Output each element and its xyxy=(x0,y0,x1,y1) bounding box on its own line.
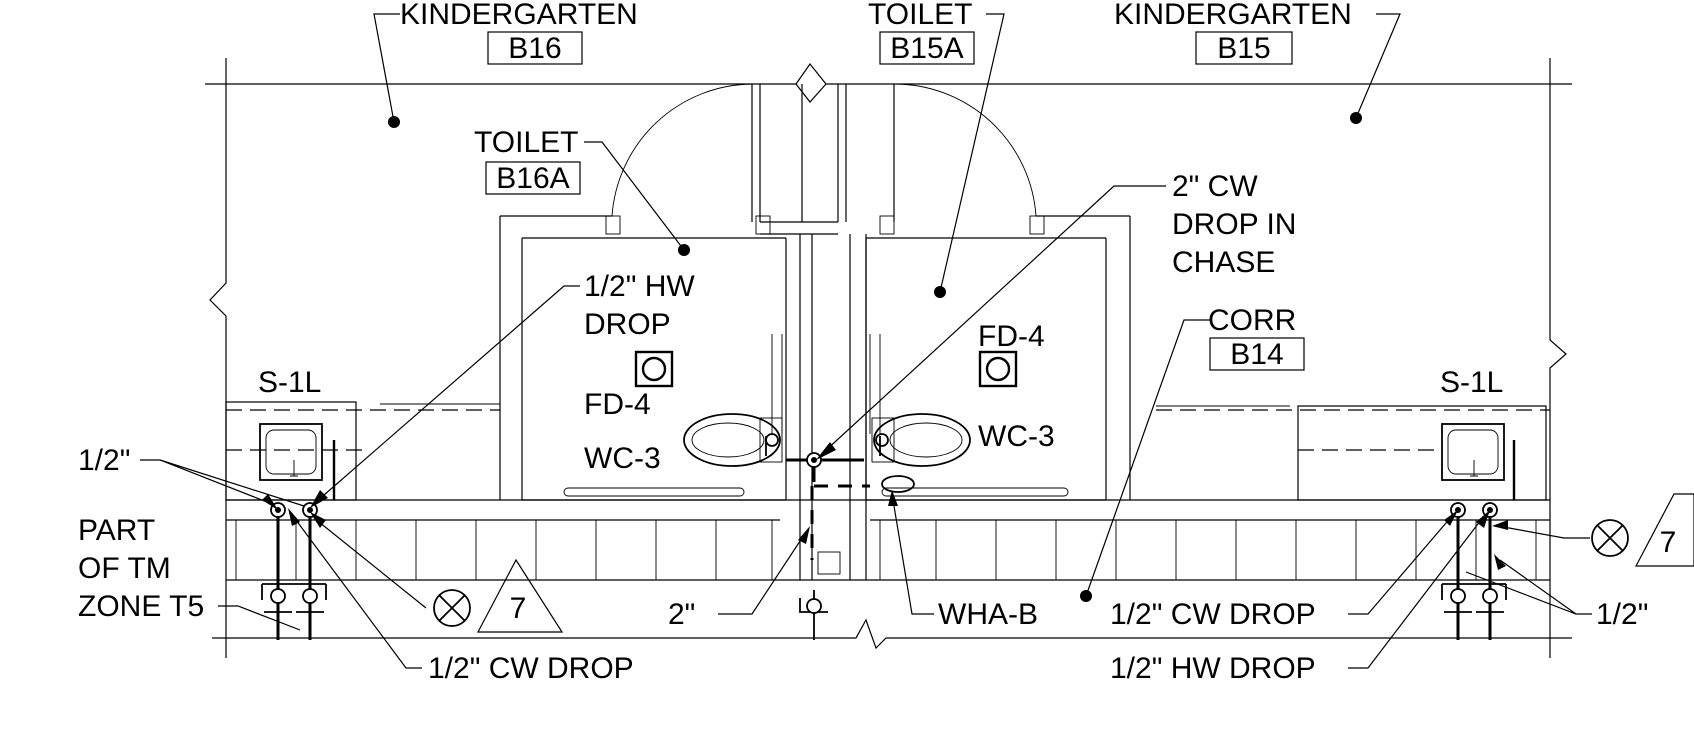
cw-drop-right-label: 1/2" CW DROP xyxy=(1110,598,1316,631)
cw-drop-chase-line3: CHASE xyxy=(1172,246,1275,279)
counter-left xyxy=(225,401,500,501)
callout-half-left: 1/2" xyxy=(78,444,305,510)
floor-drain-right xyxy=(978,350,1018,388)
toilet-room-b16a xyxy=(499,83,787,501)
toilet-b15a-room: B15A xyxy=(890,32,963,65)
kindergarten-b16-room: B16 xyxy=(508,32,561,65)
wha-b-label: WHA-B xyxy=(938,598,1038,631)
callout-hw-drop-left: 1/2" HW DROP xyxy=(310,270,695,508)
s1l-right-label: S-1L xyxy=(1440,366,1503,399)
fd4-right-label: FD-4 xyxy=(978,320,1045,353)
kindergarten-b15-name: KINDERGARTEN xyxy=(1114,0,1352,31)
room-tag-corr-b14: CORR B14 xyxy=(1080,304,1305,602)
two-inch-label: 2" xyxy=(668,598,695,631)
cw-drop-chase-line2: DROP IN xyxy=(1172,208,1296,241)
central-chase xyxy=(751,84,895,580)
toilet-b16a-name: TOILET xyxy=(474,126,578,159)
hw-drop-left-line2: DROP xyxy=(584,308,671,341)
part-line1: PART xyxy=(78,514,155,547)
water-closet-left xyxy=(683,413,783,467)
callout-half-right: 1/2" xyxy=(1465,520,1648,631)
counter-right xyxy=(1156,405,1550,501)
corr-name: CORR xyxy=(1208,304,1296,337)
kindergarten-b16-name: KINDERGARTEN xyxy=(400,0,638,31)
half-left-label: 1/2" xyxy=(78,444,130,477)
hw-drop-left-line1: 1/2" HW xyxy=(584,270,695,303)
water-closet-right xyxy=(871,413,971,467)
building-outline xyxy=(205,58,1572,658)
equipment-tag-right: 7 xyxy=(1591,493,1694,567)
toilet-b15a-name: TOILET xyxy=(868,0,972,31)
corr-room: B14 xyxy=(1230,338,1283,371)
s1l-left-label: S-1L xyxy=(258,366,321,399)
kindergarten-b15-room: B15 xyxy=(1217,32,1270,65)
wc3-left-label: WC-3 xyxy=(584,442,661,475)
callout-cw-drop-bottom: 1/2" CW DROP xyxy=(288,508,634,685)
part-line2: OF TM xyxy=(78,552,171,585)
room-tag-toilet-b15a: TOILET B15A xyxy=(868,0,1005,298)
callout-2in-cw-drop-chase: 2" CW DROP IN CHASE xyxy=(816,170,1296,460)
wc3-right-label: WC-3 xyxy=(978,420,1055,453)
cw-drop-bottom-label: 1/2" CW DROP xyxy=(428,652,634,685)
part-line3: ZONE T5 xyxy=(78,590,204,623)
room-tag-kindergarten-b16: KINDERGARTEN B16 xyxy=(373,0,638,128)
room-tag-kindergarten-b15: KINDERGARTEN B15 xyxy=(1114,0,1401,124)
half-right-label: 1/2" xyxy=(1596,598,1648,631)
toilet-b16a-room: B16A xyxy=(496,162,569,195)
tag-right-number: 7 xyxy=(1660,526,1677,559)
sink-right xyxy=(1441,423,1516,500)
callout-wha-b: WHA-B xyxy=(888,490,1038,631)
hw-drop-right-label: 1/2" HW DROP xyxy=(1110,652,1316,685)
tag-left-number: 7 xyxy=(510,592,527,625)
cw-drop-chase-line1: 2" CW xyxy=(1172,170,1258,203)
callout-part-of-tm: PART OF TM ZONE T5 xyxy=(78,514,301,631)
piping-right xyxy=(1441,502,1507,640)
equipment-tag-left: 7 xyxy=(433,558,564,633)
toilet-room-b15a xyxy=(865,83,1131,501)
callout-hw-drop-right: 1/2" HW DROP xyxy=(1110,510,1490,685)
corridor-grid xyxy=(235,520,1537,580)
room-tag-toilet-b16a: TOILET B16A xyxy=(474,126,690,256)
floor-drain-left xyxy=(634,350,674,388)
sink-left xyxy=(259,423,336,500)
piping-center xyxy=(765,436,915,640)
callout-2in: 2" xyxy=(668,526,810,631)
fd4-left-label: FD-4 xyxy=(584,388,651,421)
callout-cw-drop-right: 1/2" CW DROP xyxy=(1110,510,1458,631)
